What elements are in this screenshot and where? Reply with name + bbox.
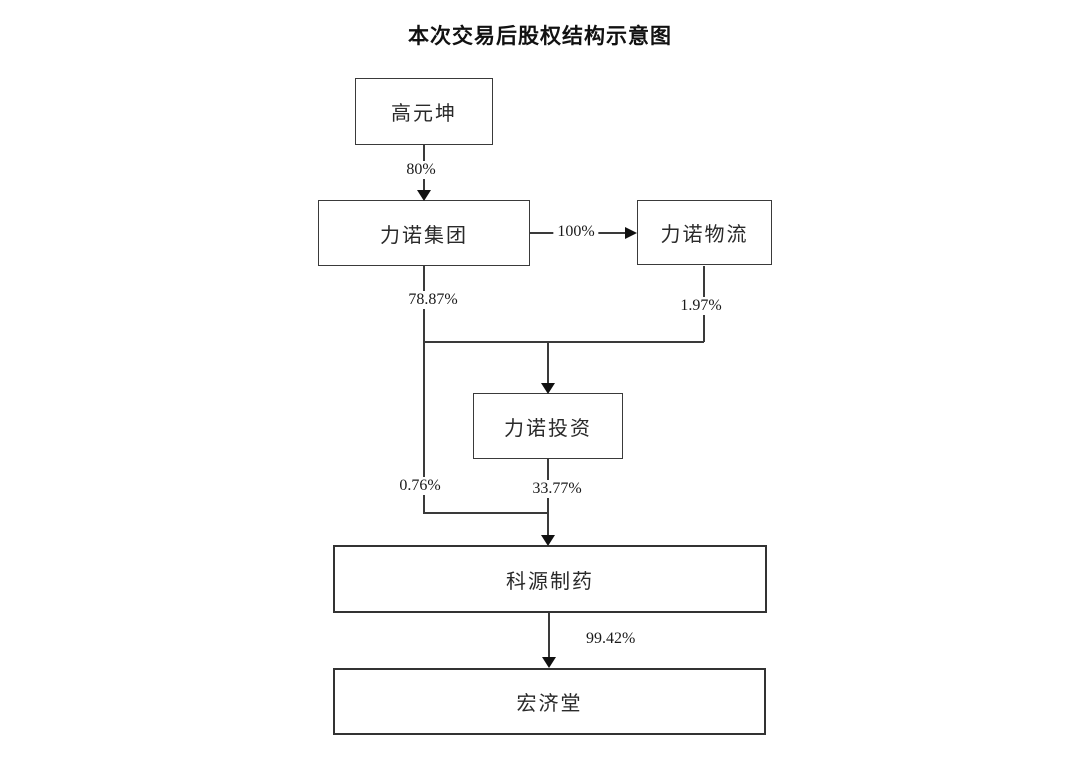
connector-group-trunk — [423, 266, 425, 513]
node-label: 宏济堂 — [516, 693, 583, 715]
edge-label-gao-to-group: 80% — [402, 161, 440, 179]
edge-label-group-to-investment: 78.87% — [404, 291, 462, 309]
arrowhead-down-icon — [541, 383, 555, 394]
node-label: 力诺物流 — [660, 224, 749, 246]
node-linuo-investment: 力诺投资 — [473, 393, 623, 459]
connector-merge-bar-investment — [423, 341, 704, 343]
node-gao-yuankun: 高元坤 — [355, 78, 493, 145]
node-linuo-logistics: 力诺物流 — [637, 200, 772, 265]
edge-label-investment-to-keyuan: 33.77% — [528, 480, 586, 498]
arrowhead-down-icon — [542, 657, 556, 668]
arrowhead-right-icon — [625, 227, 637, 239]
node-linuo-group: 力诺集团 — [318, 200, 530, 266]
arrowhead-down-icon — [541, 535, 555, 546]
edge-label-group-to-logistics: 100% — [553, 223, 599, 241]
connector-keyuan-to-hongjitang — [548, 613, 550, 658]
node-label: 力诺投资 — [504, 417, 592, 440]
node-keyuan-pharma: 科源制药 — [333, 545, 767, 613]
arrowhead-down-icon — [417, 190, 431, 201]
connector-merge-bar-keyuan — [423, 512, 549, 514]
node-label: 高元坤 — [391, 103, 457, 125]
node-label: 力诺集团 — [380, 224, 468, 247]
edge-label-keyuan-to-hongjitang: 99.42% — [582, 630, 640, 648]
edge-label-logistics-to-investment: 1.97% — [676, 297, 726, 315]
diagram-title: 本次交易后股权结构示意图 — [408, 24, 672, 48]
edge-label-group-to-keyuan: 0.76% — [395, 477, 445, 495]
node-label: 科源制药 — [506, 570, 594, 593]
connector-into-investment — [547, 341, 549, 384]
node-hongjitang: 宏济堂 — [333, 668, 766, 735]
